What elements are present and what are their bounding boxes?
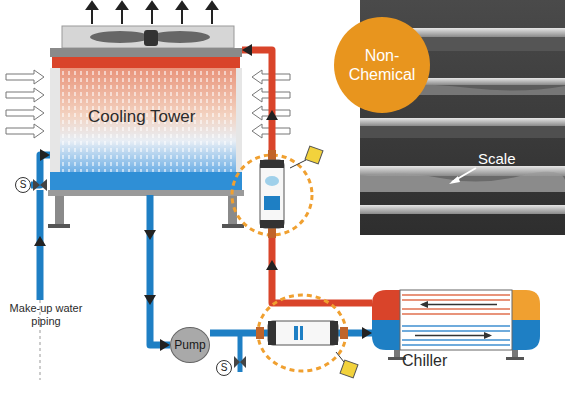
chiller-tank: Chiller — [372, 290, 540, 350]
node-text: Cooling Tower — [88, 107, 195, 127]
node-text: Chiller — [402, 352, 447, 370]
chiller-shape — [372, 290, 540, 350]
pipe-connector — [150, 195, 170, 351]
pipe-connector — [31, 149, 50, 185]
make-up-pipe — [33, 179, 47, 380]
valve-2 — [234, 333, 246, 372]
device-horizontal — [256, 295, 358, 378]
pump-symbol: Pump — [170, 327, 210, 363]
pipe-line — [150, 195, 170, 345]
solenoid-valve-symbol: S — [15, 177, 31, 193]
device-vertical — [232, 146, 323, 238]
node-text: Pump — [174, 338, 205, 352]
arrow-head — [242, 44, 252, 56]
flow-arrows — [144, 110, 278, 305]
arrow-head — [160, 339, 170, 351]
arrow-head — [362, 327, 372, 339]
cooling-tower-box: Cooling Tower — [50, 45, 242, 195]
node-text: Non-Chemical — [346, 46, 418, 84]
cooling-tower-art — [6, 2, 524, 360]
photo-label: Scale — [478, 150, 516, 167]
solenoid-valve-symbol: S — [216, 360, 232, 376]
pipe-label: Make-up water piping — [0, 302, 92, 328]
node-text: S — [221, 363, 228, 373]
node-text: S — [20, 180, 27, 190]
label-circle: Non-Chemical — [334, 17, 430, 113]
arrow-head — [40, 149, 50, 161]
